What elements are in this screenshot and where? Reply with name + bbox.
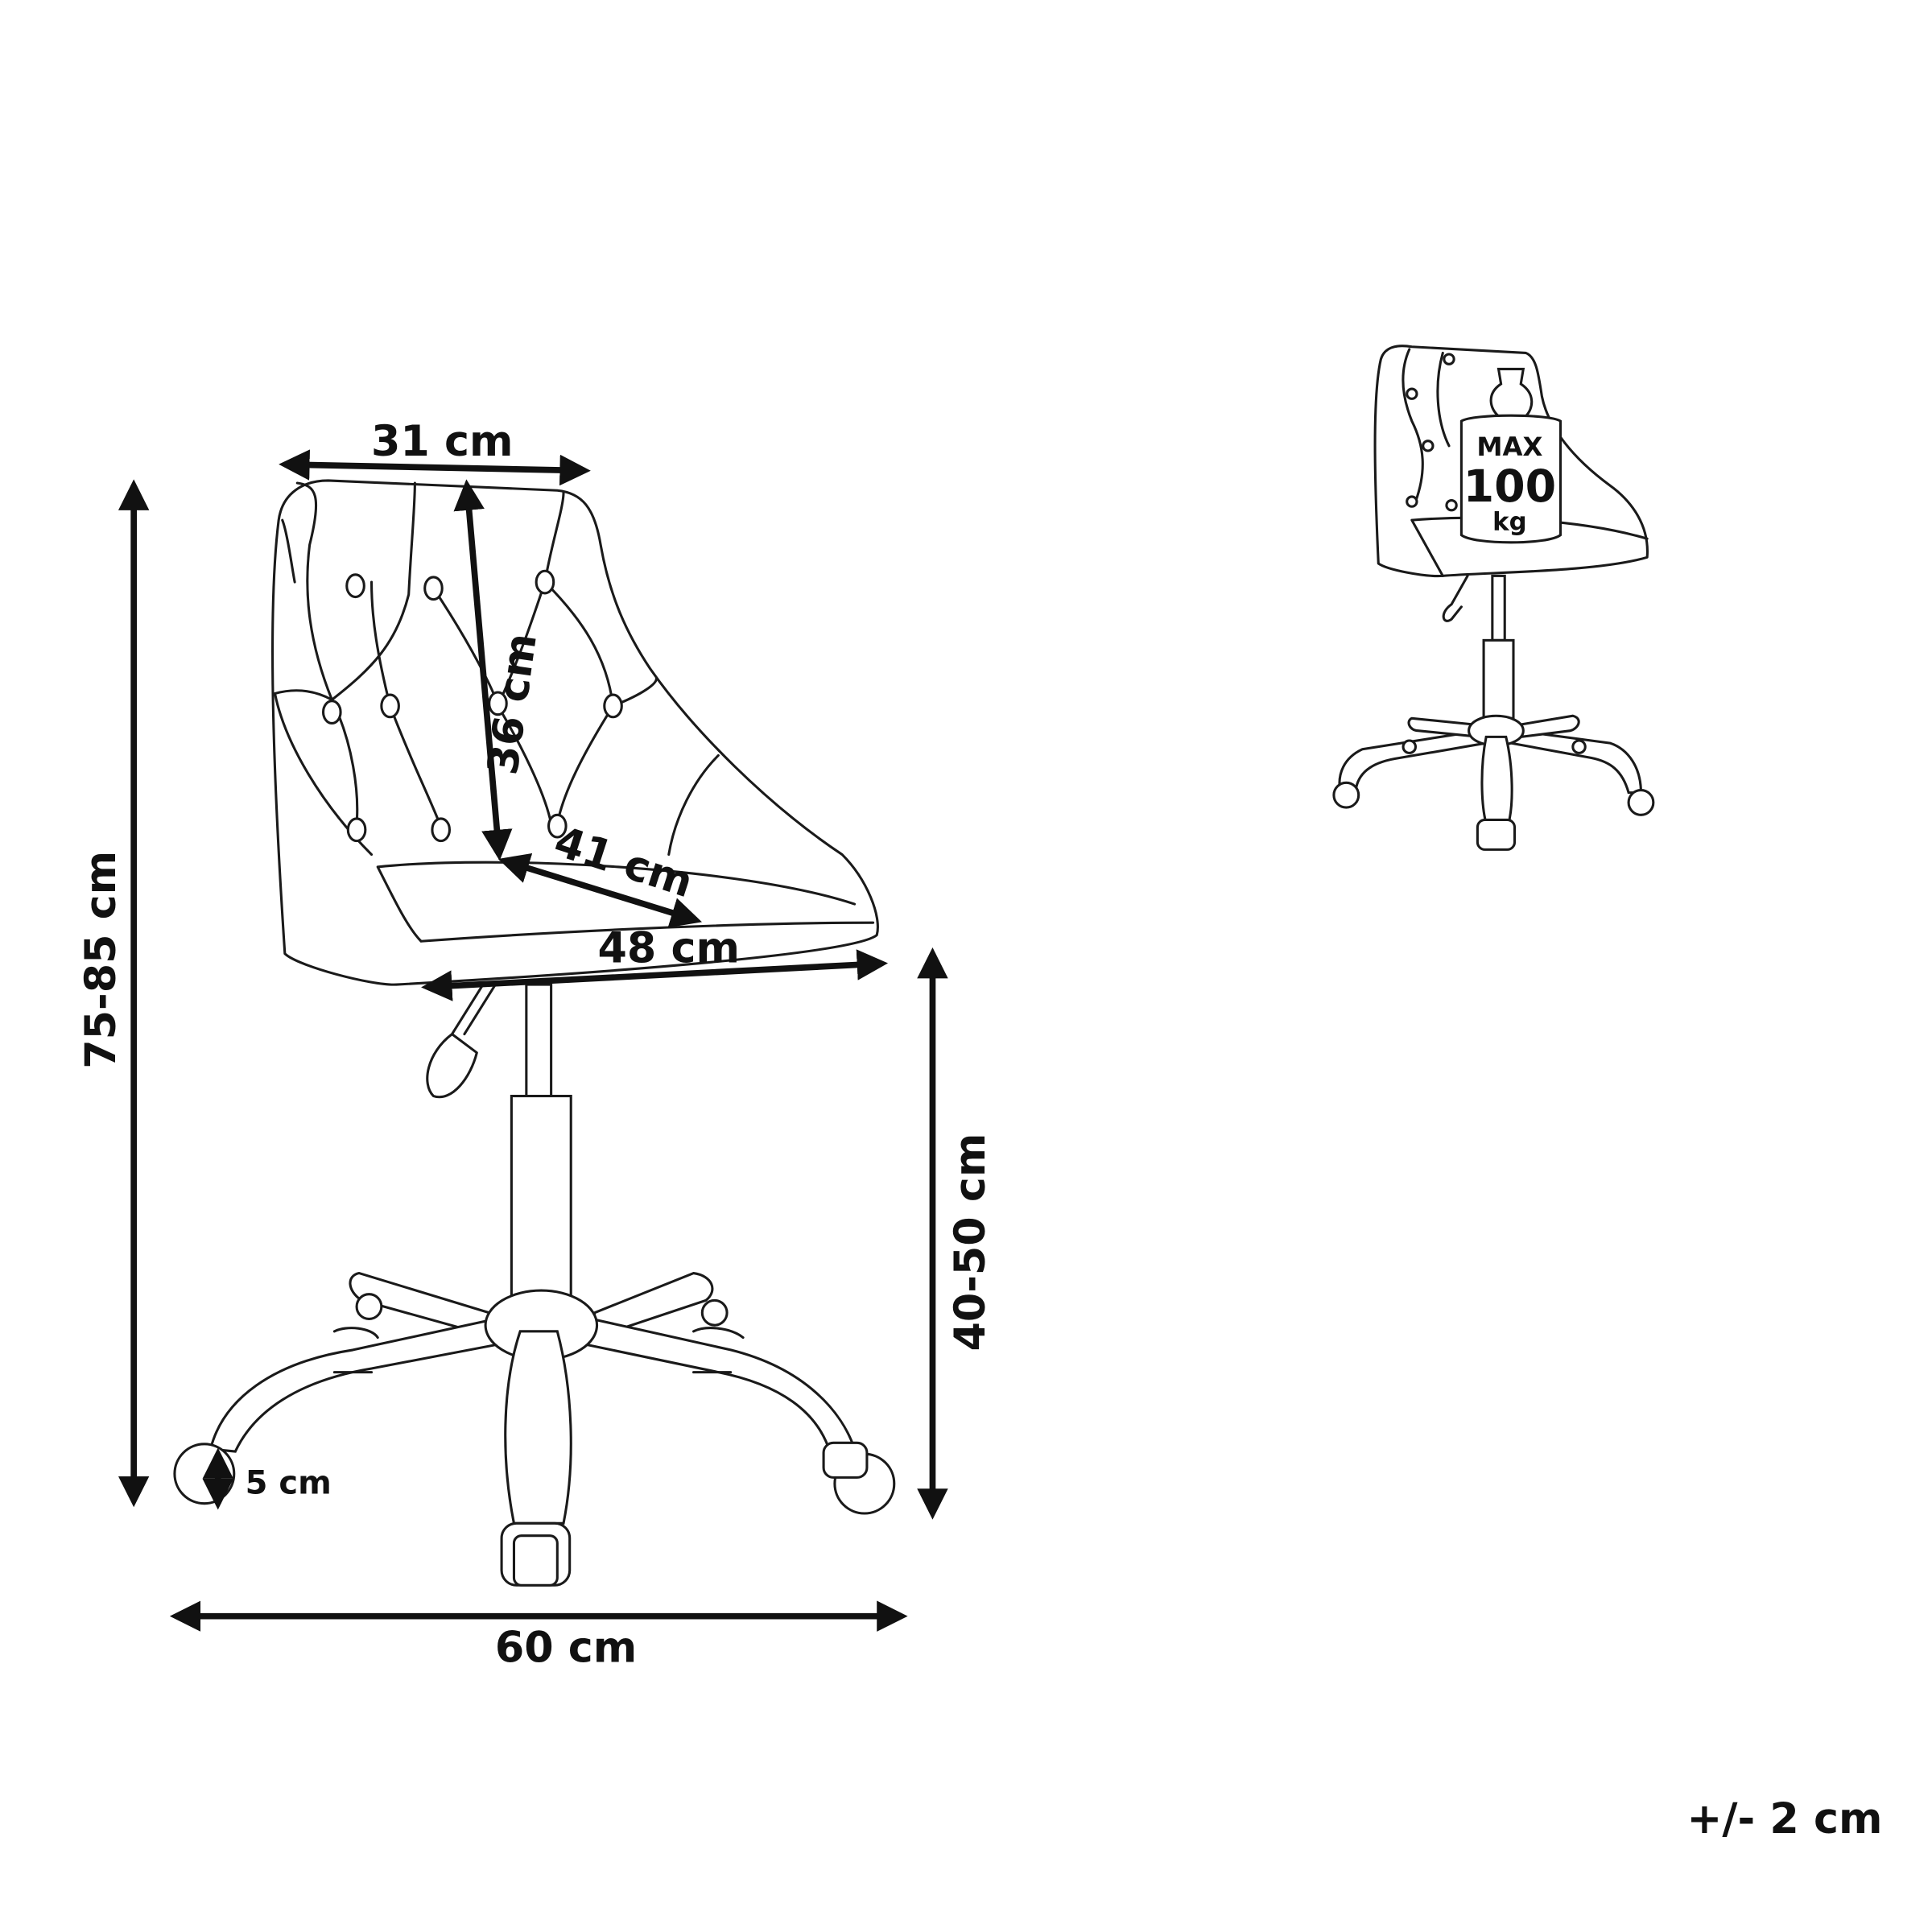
label-seat-depth: 41 cm: [548, 817, 699, 908]
max-load-weight-icon: MAX 100 kg: [1459, 367, 1562, 544]
label-seat-width: 48 cm: [598, 923, 740, 972]
label-wheel: 5 cm: [246, 1464, 332, 1501]
star-base: [173, 1271, 896, 1587]
gas-lift-upper: [525, 983, 553, 1098]
arrow-back-height: [453, 479, 513, 861]
tufting-buttons: [322, 569, 623, 843]
max-load-value: 100: [1463, 461, 1557, 513]
arrow-back-width: [279, 449, 591, 486]
label-back-width: 31 cm: [371, 417, 513, 466]
max-load-label: MAX: [1476, 431, 1542, 462]
dimension-arrows: [118, 449, 948, 1632]
label-back-height: 36 cm: [478, 630, 547, 778]
label-base-width: 60 cm: [495, 1624, 637, 1673]
chair-backrest: [271, 479, 879, 986]
height-lever: [426, 983, 497, 1099]
max-load-unit: kg: [1492, 507, 1526, 536]
gas-lift-cylinder: [510, 1095, 572, 1302]
tolerance-note: +/- 2 cm: [1687, 1794, 1883, 1843]
label-seat-height: 40-50 cm: [946, 1133, 995, 1352]
label-total-height: 75-85 cm: [76, 851, 126, 1069]
arrow-seat-depth: [497, 852, 702, 928]
chair-small-drawing: MAX 100 kg: [1332, 345, 1655, 851]
arrow-seat-width: [421, 949, 889, 1001]
